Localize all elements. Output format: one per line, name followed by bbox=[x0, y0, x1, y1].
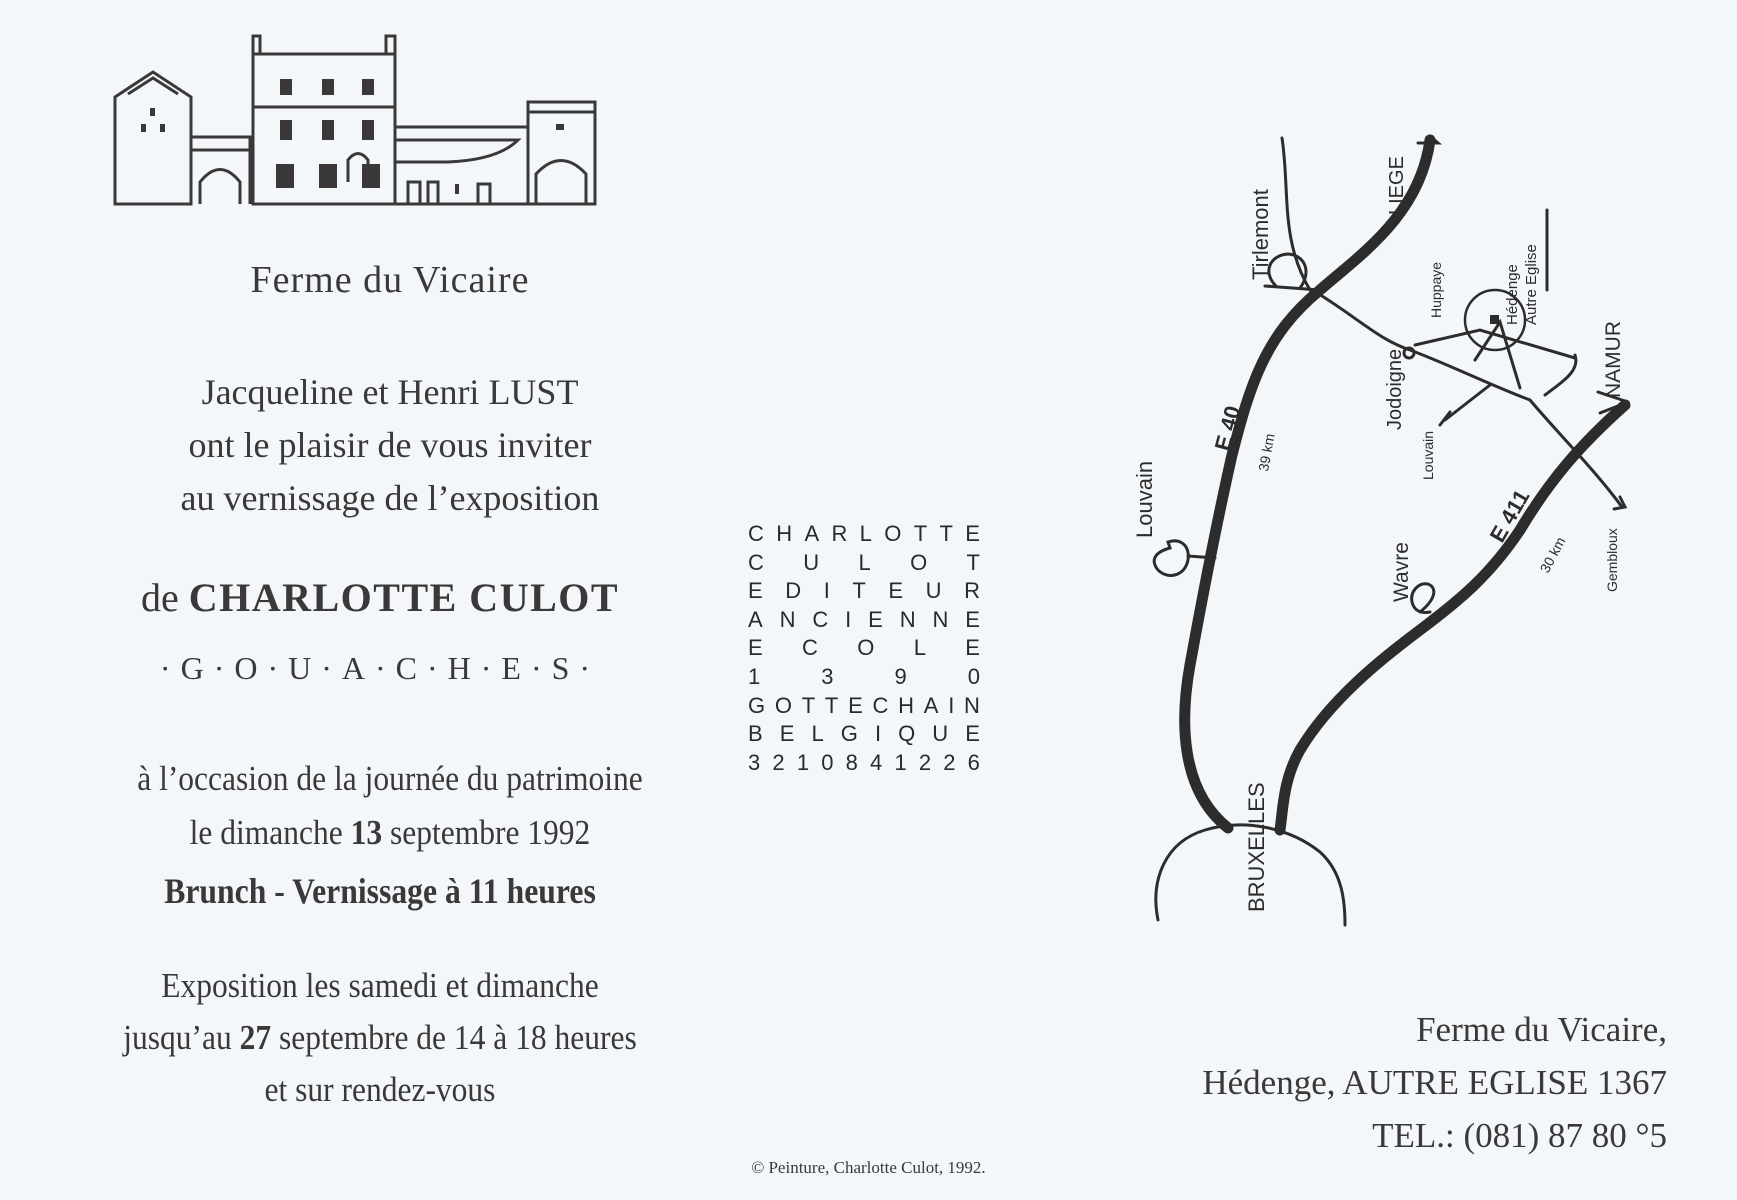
genre-title: ·G·O·U·A·C·H·E·S· bbox=[159, 650, 601, 686]
until-prefix: jusqu’au bbox=[123, 1018, 240, 1057]
farm-illustration bbox=[113, 34, 597, 206]
map-label-e411-km: 30 km bbox=[1537, 534, 1569, 575]
venue-title: Ferme du Vicaire bbox=[250, 259, 530, 301]
venue-address: Ferme du Vicaire, Hédenge, AUTRE EGLISE … bbox=[1202, 1003, 1667, 1162]
map-label-e40: E 40 bbox=[1210, 403, 1246, 453]
address-locality: Hédenge, AUTRE EGLISE 1367 bbox=[1202, 1063, 1667, 1102]
invitation-text: Jacqueline et Henri LUST ont le plaisir … bbox=[80, 366, 700, 525]
map-label-hedenge: Hédenge bbox=[1504, 264, 1521, 325]
map-label-jodoigne: Jodoigne bbox=[1384, 349, 1406, 430]
map-label-tirlemont: Tirlemont bbox=[1248, 189, 1273, 280]
map-label-autre-eglise: Autre Eglise bbox=[1523, 244, 1540, 325]
occasion-line: à l’occasion de la journée du patrimoine bbox=[137, 759, 643, 798]
map-label-bruxelles: BRUXELLES bbox=[1244, 782, 1269, 912]
map-label-liege: LIEGE bbox=[1386, 156, 1408, 215]
address-phone: TEL.: (081) 87 80 °5 bbox=[1372, 1116, 1667, 1155]
until-suffix: septembre de 14 à 18 heures bbox=[271, 1018, 637, 1057]
copyright-note: © Peinture, Charlotte Culot, 1992. bbox=[751, 1158, 986, 1177]
artist-name: CHARLOTTE CULOT bbox=[188, 575, 620, 620]
until-day: 27 bbox=[239, 1018, 272, 1057]
map-label-louvain: Louvain bbox=[1132, 461, 1157, 538]
exposition-appointment: et sur rendez-vous bbox=[264, 1070, 496, 1109]
exposition-until: jusqu’au 27 septembre de 14 à 18 heures bbox=[92, 1012, 668, 1064]
map-label-namur: NAMUR bbox=[1602, 321, 1625, 398]
date-prefix: le dimanche bbox=[189, 813, 351, 852]
invitation-line-vernissage: au vernissage de l’exposition bbox=[180, 478, 600, 518]
e411-road bbox=[1274, 399, 1631, 836]
map-label-e40-km: 39 km bbox=[1255, 432, 1277, 472]
map-label-wavre: Wavre bbox=[1390, 542, 1413, 602]
e40-road bbox=[1179, 134, 1436, 834]
date-day: 13 bbox=[350, 813, 383, 852]
map-label-huppaye: Huppaye bbox=[1428, 262, 1444, 318]
date-line: le dimanche 13 septembre 1992 bbox=[111, 806, 669, 860]
occasion-text: à l’occasion de la journée du patrimoine… bbox=[111, 752, 669, 860]
artist-prefix: de bbox=[140, 575, 179, 620]
map-label-gembloux: Gembloux bbox=[1604, 528, 1620, 592]
address-venue: Ferme du Vicaire, bbox=[1416, 1010, 1667, 1049]
brunch-line: Brunch - Vernissage à 11 heures bbox=[164, 871, 596, 911]
map-label-louvain-small: Louvain bbox=[1420, 431, 1436, 480]
artist-heading: de CHARLOTTE CULOT bbox=[60, 574, 700, 621]
exposition-text: Exposition les samedi et dimanche jusqu’… bbox=[92, 960, 668, 1116]
invitation-line-pleasure: ont le plaisir de vous inviter bbox=[188, 425, 592, 465]
date-suffix: septembre 1992 bbox=[382, 813, 591, 852]
invitation-line-hosts: Jacqueline et Henri LUST bbox=[201, 372, 579, 412]
exposition-days: Exposition les samedi et dimanche bbox=[161, 966, 599, 1005]
